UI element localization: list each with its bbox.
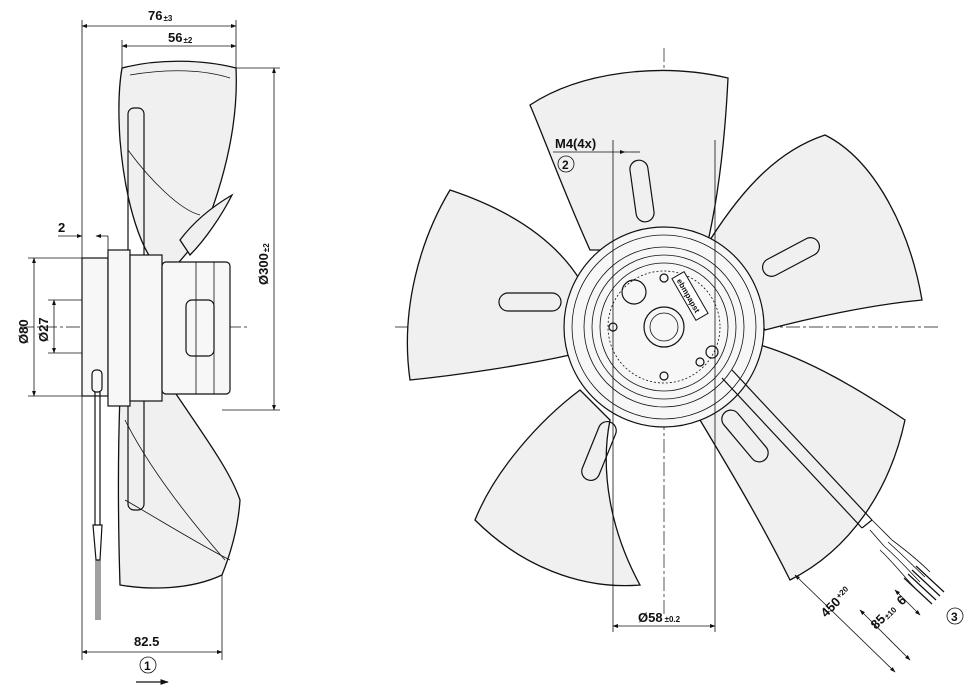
callout-1-circle — [139, 656, 157, 674]
dim-flange: 2 — [58, 220, 65, 235]
dim-strip-length: 85±10 — [868, 601, 899, 632]
screw-hole-top — [659, 273, 669, 283]
side-blade-upper — [118, 60, 237, 276]
dim-dia-motor: Ø80 — [16, 319, 31, 344]
thread-spec: M4(4x) — [555, 136, 596, 151]
side-motor-body — [107, 249, 131, 407]
callout-3: 3 — [951, 610, 958, 624]
front-cable-gland — [621, 279, 647, 305]
front-blade-top — [529, 69, 729, 251]
side-blade-fin — [179, 193, 234, 257]
front-cable — [721, 377, 863, 529]
wire-leads — [879, 539, 945, 605]
screw-hole-right — [695, 357, 705, 367]
side-view — [20, 20, 280, 660]
dim-hub-bottom: 82.5 — [134, 634, 159, 649]
front-blade-lower-right — [699, 344, 906, 581]
dim-dia-shaft: Ø27 — [36, 317, 51, 342]
side-blade-lower — [117, 382, 241, 589]
front-view: ebmpapst — [395, 48, 945, 673]
front-blade-left — [406, 189, 581, 381]
dim-wire-strip: 6 — [894, 592, 910, 608]
side-hub — [129, 254, 163, 402]
front-blade-lower-left — [474, 389, 642, 587]
front-blade-right — [709, 134, 923, 331]
callout-1: 1 — [144, 659, 151, 673]
dim-width-blades: 56±2 — [168, 30, 193, 45]
callout-3-circle — [946, 607, 964, 625]
screw-hole-bottom — [659, 371, 669, 381]
front-blades — [406, 69, 923, 587]
callout-2-circle — [557, 155, 575, 173]
dim-width-overall: 76±3 — [148, 8, 173, 23]
dim-dia-fan: Ø300±2 — [256, 243, 271, 285]
callout-2: 2 — [562, 158, 569, 172]
dim-dia-bolt-circle: Ø58±0.2 — [638, 610, 681, 625]
